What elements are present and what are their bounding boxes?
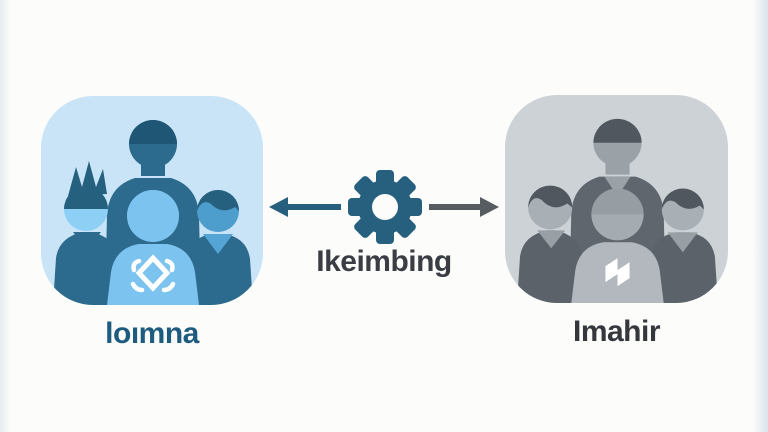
gear-icon — [348, 170, 422, 244]
connector-label: Ikeimbing — [316, 245, 452, 278]
right-edge-shade — [753, 0, 768, 432]
left-group-panel: loımna — [41, 96, 263, 350]
left-edge-shade — [0, 0, 10, 432]
arrows-gear-graphic — [269, 170, 499, 244]
people-group-graphic — [53, 120, 253, 305]
team-group-icon-gray — [505, 95, 728, 303]
hex-n-logo-icon — [605, 258, 630, 287]
right-arrow-icon — [429, 197, 499, 217]
spiky-hair — [64, 161, 108, 209]
people-group-graphic — [517, 118, 718, 303]
left-arrow-icon — [269, 197, 341, 217]
left-panel-label: loımna — [105, 317, 199, 350]
right-group-panel: Imahir — [505, 95, 728, 348]
right-panel-label: Imahir — [572, 315, 661, 348]
smooth-hair — [528, 185, 573, 208]
diamond-crest-logo-icon — [130, 254, 176, 293]
team-group-icon-blue — [41, 96, 263, 305]
transfer-connector: Ikeimbing — [265, 167, 503, 278]
